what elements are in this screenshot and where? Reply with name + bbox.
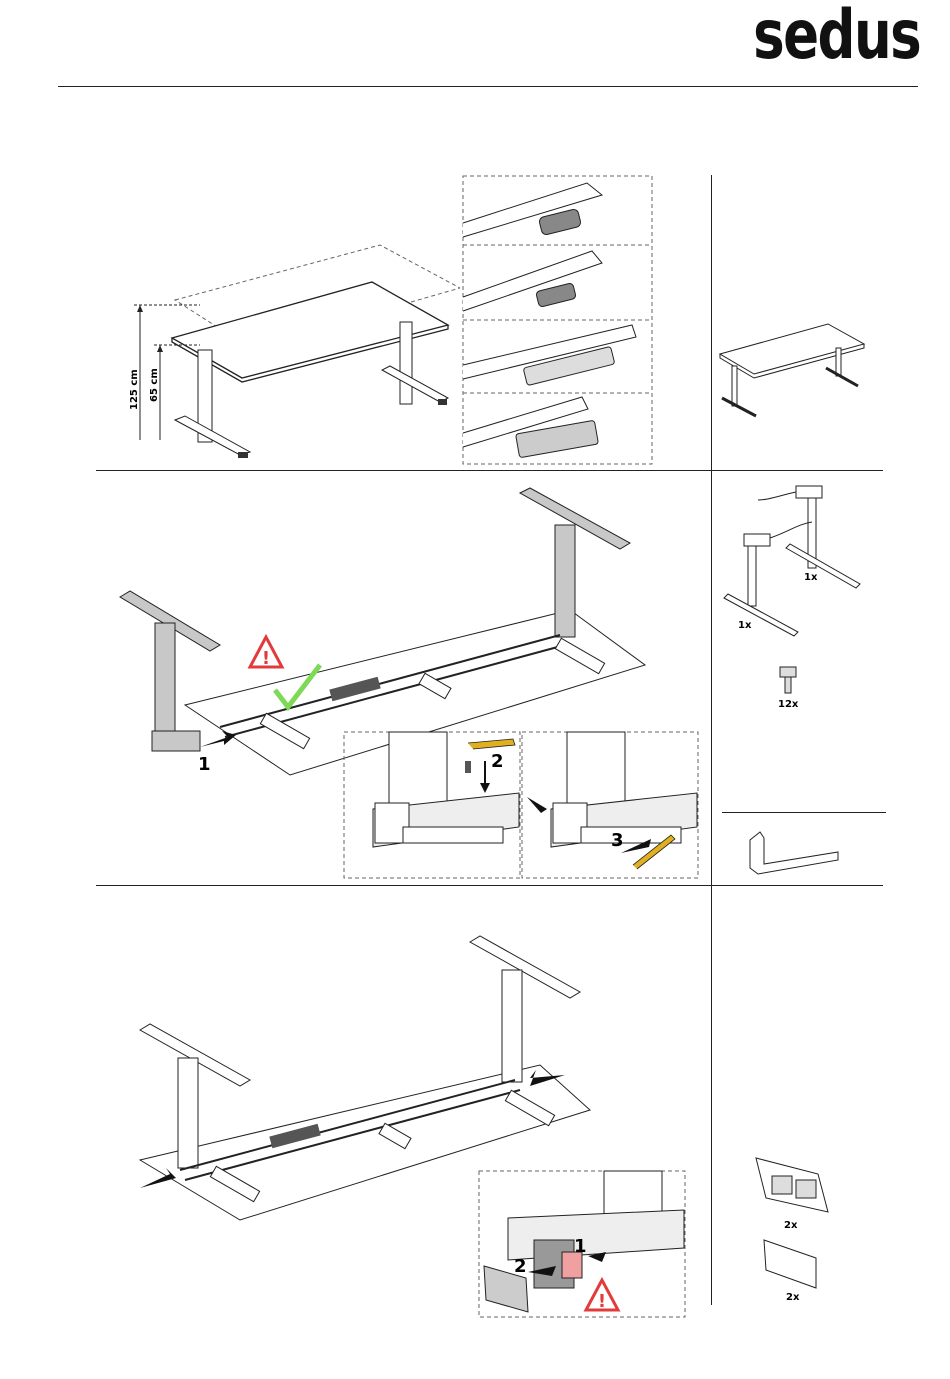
control-panel-display bbox=[463, 325, 636, 386]
svg-text:!: ! bbox=[598, 1291, 606, 1312]
section-divider-2 bbox=[96, 885, 883, 886]
warning-icon: ! bbox=[586, 1280, 618, 1312]
cover-detail: 1 2 ! bbox=[478, 1170, 686, 1318]
step-1-label: 1 bbox=[198, 754, 211, 775]
screw-detail-left: 2 bbox=[343, 731, 521, 879]
max-height-label: 125 cm bbox=[129, 369, 140, 410]
frame-legs-parts: 1x 1x bbox=[718, 478, 878, 638]
control-panel-basic bbox=[463, 183, 602, 237]
cover-plate-part: 2x bbox=[758, 1238, 828, 1304]
bracket-quantity: 2x bbox=[784, 1220, 798, 1231]
hex-key-icon bbox=[750, 832, 838, 874]
header-divider bbox=[58, 86, 918, 87]
control-panel-variants bbox=[462, 175, 654, 467]
min-height-label: 65 cm bbox=[149, 368, 160, 402]
control-panel-memory bbox=[463, 251, 602, 311]
cover-step-2-label: 2 bbox=[514, 1256, 527, 1277]
bracket-part: 2x bbox=[748, 1150, 838, 1232]
allen-key-part bbox=[740, 828, 850, 880]
tool-divider bbox=[722, 812, 886, 813]
column-divider bbox=[711, 175, 712, 1305]
screw-part: 12x bbox=[770, 665, 820, 711]
control-panel-extended bbox=[463, 397, 598, 458]
arrow-icon bbox=[527, 797, 547, 813]
screw-quantity: 12x bbox=[778, 699, 799, 710]
frame-left-quantity: 1x bbox=[738, 620, 752, 631]
section-divider-1 bbox=[96, 470, 883, 471]
screw-detail-right: 3 bbox=[521, 731, 699, 879]
desk-height-illustration: 125 cm 65 cm bbox=[110, 230, 460, 470]
svg-text:!: ! bbox=[262, 648, 270, 669]
step-3-label: 3 bbox=[611, 830, 624, 851]
sedus-logo: sedus bbox=[753, 2, 920, 70]
desk-thumbnail bbox=[718, 322, 866, 422]
step-2-label: 2 bbox=[491, 751, 504, 772]
cover-plate-quantity: 2x bbox=[786, 1292, 800, 1303]
frame-right-quantity: 1x bbox=[804, 572, 818, 583]
hex-key-icon bbox=[468, 739, 515, 749]
warning-icon: ! bbox=[250, 637, 282, 669]
cover-step-1-label: 1 bbox=[574, 1236, 587, 1257]
